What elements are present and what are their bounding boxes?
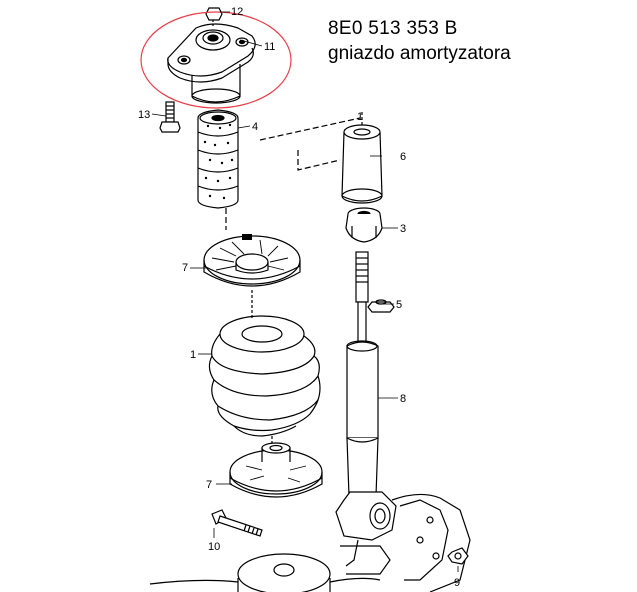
callout-11: 11 <box>264 41 275 53</box>
callout-10: 10 <box>208 541 220 553</box>
bushing-part-3 <box>345 207 383 243</box>
highlight-ellipse <box>140 11 292 109</box>
callout-9: 9 <box>454 577 460 589</box>
callout-1-top: 1 <box>357 111 363 123</box>
dust-boot-part-6 <box>341 112 383 204</box>
callout-5: 5 <box>396 299 402 311</box>
part-number: 8E0 513 353 B <box>328 18 458 39</box>
spring-seat-lower-part-7 <box>229 442 323 498</box>
nut-part-9 <box>447 547 469 565</box>
callout-7-lower: 7 <box>206 479 212 491</box>
bump-stop-part-4 <box>197 109 239 209</box>
callout-1: 1 <box>190 349 196 361</box>
callout-6: 6 <box>400 151 406 163</box>
nut-part-5 <box>367 299 395 313</box>
bolt-part-10 <box>211 509 263 537</box>
callout-3: 3 <box>400 223 406 235</box>
bolt-part-13 <box>159 101 181 133</box>
wheel-hub-assembly <box>149 493 471 592</box>
callout-7-upper: 7 <box>182 262 188 274</box>
nut-part-12 <box>205 7 223 28</box>
callout-8: 8 <box>400 393 406 405</box>
piston-rod <box>355 251 369 345</box>
part-name: gniazdo amortyzatora <box>328 43 511 64</box>
callout-12: 12 <box>231 6 243 18</box>
strut-mount-part <box>167 23 256 104</box>
callout-4: 4 <box>252 121 258 133</box>
shock-absorber-part-8 <box>335 340 397 567</box>
callout-13: 13 <box>138 109 150 121</box>
coil-spring-part-1 <box>208 290 321 448</box>
spring-seat-upper-part-7 <box>203 234 301 287</box>
